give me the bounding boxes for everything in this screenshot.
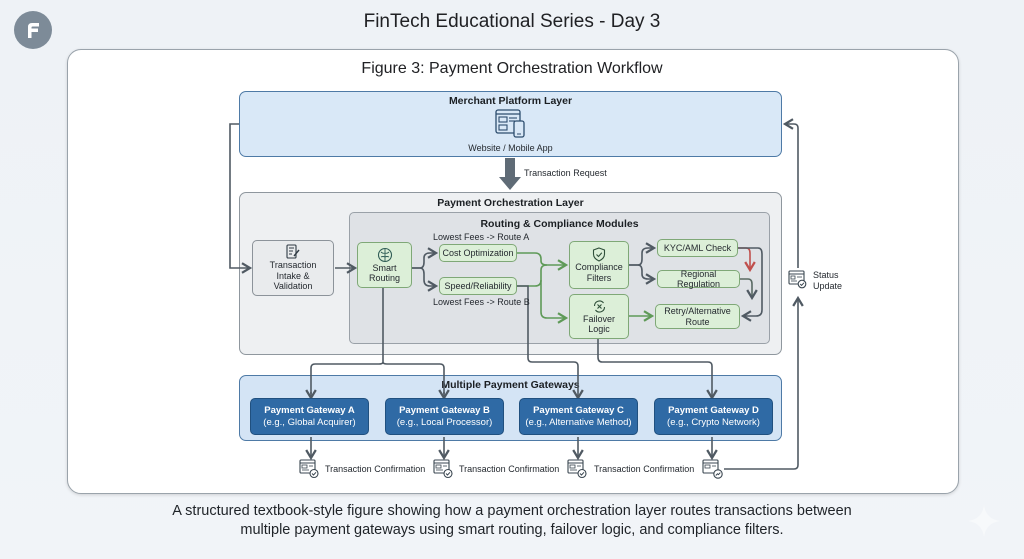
gateway-c-example: (e.g., Alternative Method) — [525, 416, 632, 428]
compliance-line-1: Compliance — [575, 262, 623, 272]
orchestration-layer-title: Payment Orchestration Layer — [437, 197, 584, 209]
failover-line-2: Logic — [588, 324, 610, 334]
compliance-filters-node: Compliance Filters — [569, 241, 629, 289]
gateway-b-example: (e.g., Local Processor) — [396, 416, 493, 428]
gateway-c-name: Payment Gateway C — [533, 404, 624, 416]
cost-optimization-label: Cost Optimization — [442, 247, 514, 258]
smart-routing-line-1: Smart — [372, 262, 397, 273]
document-pen-icon — [286, 244, 300, 259]
intake-line-3: Validation — [273, 281, 313, 292]
gateway-a-example: (e.g., Global Acquirer) — [263, 416, 356, 428]
merchant-subtitle: Website / Mobile App — [468, 143, 553, 153]
speed-route-label: Lowest Fees -> Route B — [433, 297, 530, 307]
confirmation-label-c: Transaction Confirmation — [594, 464, 695, 474]
gateway-d-example: (e.g., Crypto Network) — [667, 416, 760, 428]
retry-line-2: Route — [685, 316, 710, 327]
status-update-icon-wrap — [788, 269, 808, 291]
confirmation-chart-icon — [702, 459, 723, 479]
merchant-layer-title: Merchant Platform Layer — [448, 95, 573, 107]
failover-logic-node: Failover Logic — [569, 294, 629, 339]
intake-line-1: Transaction — [269, 260, 317, 271]
figure-title: Figure 3: Payment Orchestration Workflow — [361, 60, 663, 77]
gateways-layer-title: Multiple Payment Gateways — [441, 379, 580, 391]
retry-line-1: Retry/Alternative — [664, 306, 731, 316]
smart-routing-line-2: Routing — [368, 273, 401, 283]
brain-icon — [377, 247, 392, 262]
cost-optimization-node: Cost Optimization — [439, 244, 517, 262]
shield-check-icon — [592, 247, 606, 262]
payment-gateway-c: Payment Gateway C (e.g., Alternative Met… — [519, 398, 638, 435]
figure-caption: A structured textbook-style figure showi… — [0, 502, 1024, 540]
transaction-intake-node: Transaction Intake & Validation — [252, 240, 334, 296]
caption-line-1: A structured textbook-style figure showi… — [172, 503, 852, 519]
confirmation-doc-icon — [567, 459, 587, 479]
confirmation-label-a: Transaction Confirmation — [325, 464, 426, 474]
f-logo-icon — [28, 23, 39, 38]
failover-line-1: Failover — [582, 313, 615, 324]
series-title: FinTech Educational Series - Day 3 — [363, 11, 661, 32]
transaction-request-label: Transaction Request — [524, 168, 607, 178]
payment-gateway-b: Payment Gateway B (e.g., Local Processor… — [385, 398, 504, 435]
caption-line-2: multiple payment gateways using smart ro… — [240, 522, 784, 538]
status-update-line-2: Update — [813, 281, 843, 291]
sparkle-icon — [968, 505, 1000, 537]
confirmation-doc-icon — [433, 459, 453, 479]
merchant-platform-layer: Merchant Platform Layer Website / Mobile… — [239, 91, 782, 157]
gateway-d-name: Payment Gateway D — [668, 404, 759, 416]
retry-alternative-route-node: Retry/Alternative Route — [655, 304, 740, 329]
brand-logo — [14, 11, 52, 49]
payment-gateway-a: Payment Gateway A (e.g., Global Acquirer… — [250, 398, 369, 435]
smart-routing-node: Smart Routing — [357, 242, 412, 288]
intake-line-2: Intake & — [276, 270, 310, 281]
regional-regulation-node: Regional Regulation — [657, 268, 740, 290]
speed-reliability-label: Speed/Reliability — [444, 280, 512, 291]
website-mobile-icon — [495, 109, 525, 138]
speed-reliability-node: Speed/Reliability — [439, 277, 517, 295]
status-update-line-1: Status — [813, 270, 839, 280]
cost-route-label: Lowest Fees -> Route A — [433, 232, 530, 242]
payment-gateway-d: Payment Gateway D (e.g., Crypto Network) — [654, 398, 773, 435]
status-doc-check-icon — [788, 270, 807, 289]
gateway-a-name: Payment Gateway A — [264, 404, 355, 416]
routing-modules-title: Routing & Compliance Modules — [480, 218, 639, 230]
kyc-aml-node: KYC/AML Check — [657, 239, 738, 257]
gateway-b-name: Payment Gateway B — [399, 404, 490, 416]
status-update-label: Status Update — [813, 270, 842, 292]
regional-regulation-label: Regional Regulation — [676, 268, 721, 290]
confirmation-label-b: Transaction Confirmation — [459, 464, 560, 474]
confirmation-doc-icon — [299, 459, 319, 479]
compliance-line-2: Filters — [586, 272, 612, 283]
refresh-x-icon — [593, 300, 605, 312]
kyc-aml-label: KYC/AML Check — [663, 242, 732, 253]
